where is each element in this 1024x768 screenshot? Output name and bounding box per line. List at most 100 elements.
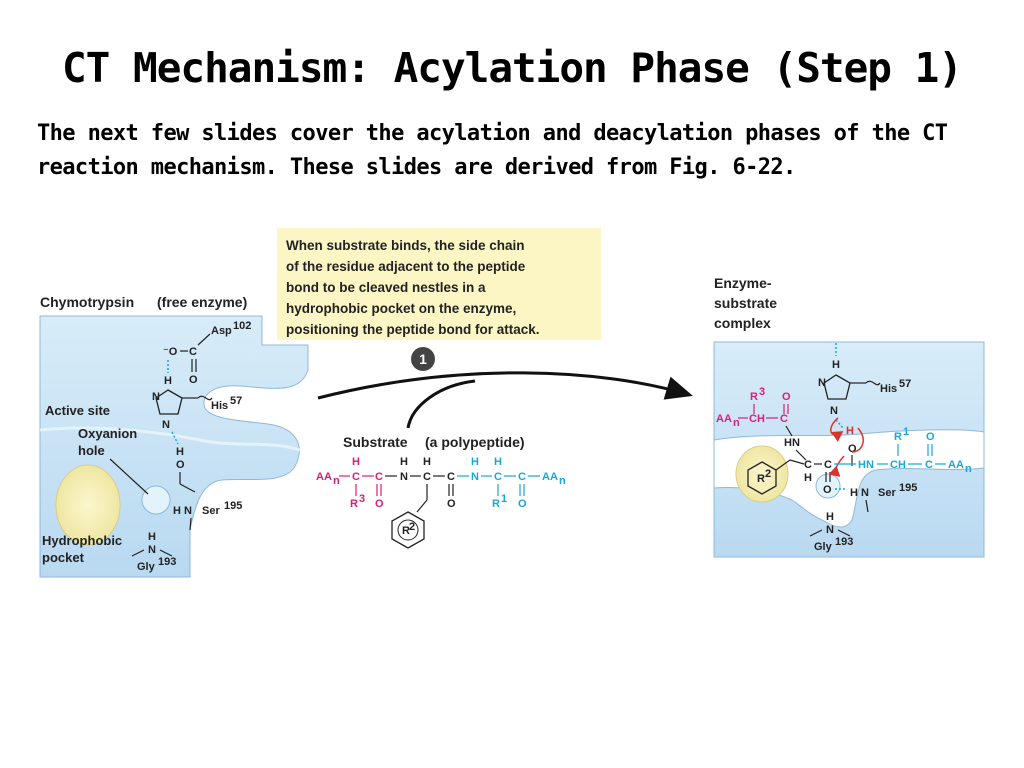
- mechanism-figure: When substrate binds, the side chain of …: [39, 228, 985, 578]
- svg-text:C: C: [804, 459, 812, 471]
- svg-text:1: 1: [501, 493, 507, 505]
- slide-title: CT Mechanism: Acylation Phase (Step 1): [62, 44, 963, 92]
- svg-text:C: C: [423, 471, 431, 483]
- svg-text:H: H: [471, 456, 479, 468]
- svg-text:3: 3: [759, 386, 765, 398]
- complex-title: Enzyme- substrate complex: [714, 275, 781, 331]
- phenyl-ring: [391, 511, 425, 549]
- his-number: 57: [230, 395, 242, 407]
- svg-text:H: H: [400, 456, 408, 468]
- svg-text:H: H: [804, 472, 812, 484]
- svg-text:O: O: [176, 459, 185, 471]
- gly-label: Gly: [137, 561, 156, 573]
- svg-text:2: 2: [409, 521, 415, 533]
- gly-number: 193: [158, 556, 176, 568]
- svg-text:N: N: [148, 544, 156, 556]
- complex-gly-label: Gly: [814, 541, 833, 553]
- svg-text:H: H: [148, 531, 156, 543]
- hydrophobic-pocket: [55, 464, 121, 546]
- svg-text:O: O: [782, 391, 791, 403]
- svg-text:n: n: [559, 475, 566, 487]
- svg-text:R: R: [894, 431, 902, 443]
- svg-text:O: O: [447, 498, 456, 510]
- complex-oxyanion-hole: [815, 473, 841, 499]
- svg-text:H: H: [164, 375, 172, 387]
- svg-text:AA: AA: [716, 413, 732, 425]
- complex-his-label: His: [880, 383, 897, 395]
- svg-text:O: O: [518, 498, 527, 510]
- complex-enzyme-surface: [713, 341, 985, 558]
- svg-text:C: C: [780, 413, 788, 425]
- step-arrow: 1: [317, 347, 693, 429]
- svg-text:H: H: [846, 425, 854, 437]
- svg-text:O: O: [926, 431, 935, 443]
- svg-text:N: N: [162, 419, 170, 431]
- svg-text:N: N: [471, 471, 479, 483]
- svg-text:O: O: [375, 498, 384, 510]
- intro-text: The next few slides cover the acylation …: [37, 121, 948, 180]
- svg-text:H: H: [826, 511, 834, 523]
- svg-text:2: 2: [765, 468, 771, 480]
- svg-text:H: H: [176, 446, 184, 458]
- svg-text:N: N: [818, 377, 826, 389]
- svg-text:CH: CH: [890, 459, 906, 471]
- svg-text:H N: H N: [173, 505, 192, 517]
- svg-text:R: R: [492, 498, 500, 510]
- svg-text:R: R: [750, 391, 758, 403]
- free-enzyme-subtitle: (free enzyme): [157, 294, 247, 310]
- svg-text:HN: HN: [858, 459, 874, 471]
- callout-line: When substrate binds, the side chain of …: [286, 238, 540, 337]
- asp-label: Asp: [211, 325, 232, 337]
- svg-text:n: n: [965, 463, 972, 475]
- step-number-badge: [411, 347, 435, 371]
- svg-text:1: 1: [903, 426, 909, 438]
- svg-text:N: N: [152, 391, 160, 403]
- complex-hydrophobic-pocket: [735, 445, 789, 503]
- svg-text:⁻O: ⁻O: [163, 346, 178, 358]
- ser-label: Ser: [202, 505, 220, 517]
- ser-number: 195: [224, 500, 242, 512]
- substrate-subtitle: (a polypeptide): [425, 434, 525, 450]
- svg-text:H: H: [423, 456, 431, 468]
- svg-text:R: R: [350, 498, 358, 510]
- complex-panel: Enzyme- substrate complex H N N His 57 R…: [713, 275, 985, 558]
- active-site-label: Active site: [45, 403, 110, 418]
- svg-text:H N: H N: [850, 487, 869, 499]
- complex-gly-number: 193: [835, 536, 853, 548]
- svg-text:H: H: [832, 359, 840, 371]
- asp-number: 102: [233, 320, 251, 332]
- svg-text:n: n: [733, 417, 740, 429]
- svg-text:C: C: [518, 471, 526, 483]
- substrate-aa-left: AA: [316, 471, 332, 483]
- free-enzyme-title: Chymotrypsin: [40, 294, 134, 310]
- svg-text:C: C: [824, 459, 832, 471]
- svg-text:C: C: [352, 471, 360, 483]
- callout-box: When substrate binds, the side chain of …: [277, 228, 601, 340]
- svg-text:HN: HN: [784, 437, 800, 449]
- svg-text:R: R: [402, 525, 410, 537]
- svg-text:H: H: [494, 456, 502, 468]
- svg-text:3: 3: [359, 493, 365, 505]
- svg-text:n: n: [333, 475, 340, 487]
- svg-text:C: C: [494, 471, 502, 483]
- svg-text:O: O: [823, 484, 832, 496]
- svg-text:CH: CH: [749, 413, 765, 425]
- oxyanion-label: Oxyanion: [78, 426, 137, 441]
- pocket-label: pocket: [42, 550, 85, 565]
- substrate-aa-right: AA: [542, 471, 558, 483]
- step-number: 1: [419, 351, 427, 367]
- substrate: Substrate (a polypeptide) AA n H C C R 3…: [316, 434, 566, 549]
- svg-text:H: H: [352, 456, 360, 468]
- complex-ser-label: Ser: [878, 487, 896, 499]
- substrate-title: Substrate: [343, 434, 408, 450]
- svg-text:C: C: [375, 471, 383, 483]
- oxyanion-hole: [141, 485, 171, 515]
- svg-text:R: R: [757, 473, 765, 485]
- svg-text:C: C: [189, 346, 197, 358]
- hole-label: hole: [78, 443, 105, 458]
- his-label: His: [211, 400, 228, 412]
- svg-text:O: O: [848, 443, 857, 455]
- svg-text:AA: AA: [948, 459, 964, 471]
- hydrophobic-label: Hydrophobic: [42, 533, 122, 548]
- svg-text:O: O: [189, 374, 198, 386]
